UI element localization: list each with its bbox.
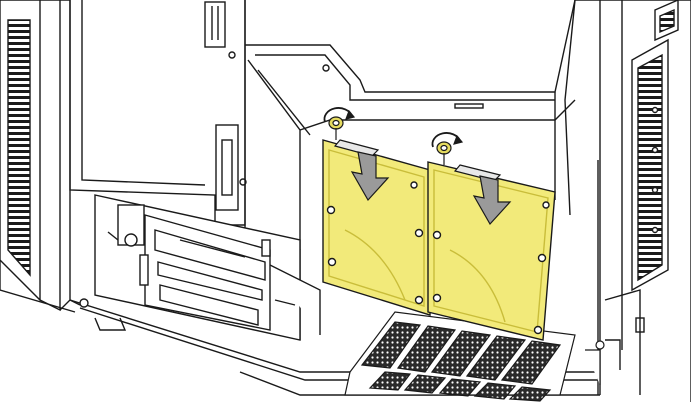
insert-arrow-right: [453, 164, 512, 226]
motherboard-tray: [69, 0, 247, 226]
thumbscrew-right: [431, 132, 464, 165]
insert-arrow-left: [333, 139, 390, 202]
thumbscrew-left: [323, 107, 356, 140]
drive-cage: [94, 194, 321, 341]
rear-expansion-slots: [575, 0, 691, 402]
hdd-left: [322, 139, 431, 316]
hdd-right: [427, 161, 556, 341]
case-foot-right: [585, 340, 605, 385]
left-case-wall: [0, 0, 81, 312]
